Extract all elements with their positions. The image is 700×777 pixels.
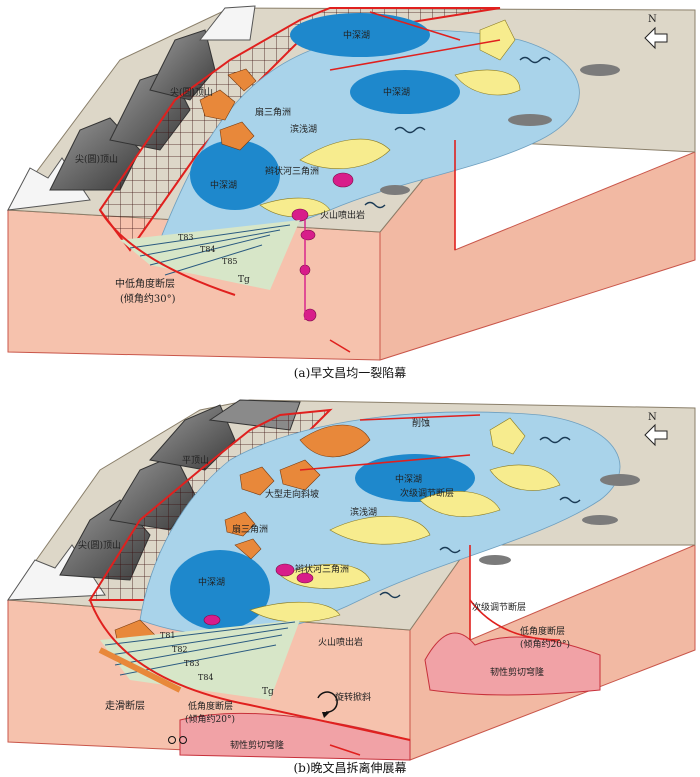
label-a-peak1: 尖(圆)顶山 (170, 86, 213, 98)
label-b-dip2: (倾角约20°) (185, 713, 235, 725)
deep-lake-b2 (170, 550, 270, 630)
volcanic-a (291, 172, 354, 322)
fault-scarp-a (98, 7, 501, 252)
label-a-braided: 辫状河三角洲 (265, 165, 319, 177)
rivers-b (379, 436, 581, 599)
faults-b (299, 414, 561, 756)
label-b-sub-fault: 次级调节断层 (400, 487, 454, 499)
caption-b: (b)晚文昌拆离伸展幕 (293, 761, 407, 775)
rotation-arrow-b (317, 691, 338, 713)
faults-a (329, 11, 501, 353)
label-b-volcanic: 火山喷出岩 (318, 636, 363, 648)
label-b-peak: 尖(圆)顶山 (78, 539, 121, 551)
label-b-deep1: 中深湖 (395, 473, 422, 485)
label-a-t83: T83 (178, 233, 194, 242)
deep-lake-a2 (350, 70, 460, 114)
label-b-shallow: 滨浅湖 (350, 506, 377, 518)
north-label-a: N (648, 14, 657, 25)
strike-slip-symbol-1 (168, 736, 176, 744)
strata-a (99, 209, 300, 296)
rotation-arrowhead-b (322, 712, 330, 718)
label-b-rotation: 旋转掀斜 (335, 691, 371, 703)
label-a-volcanic: 火山喷出岩 (320, 209, 365, 221)
label-a-tg: Tg (238, 275, 250, 285)
label-b-flat-peak: 平顶山 (182, 455, 209, 466)
label-a-fan-delta: 扇三角洲 (255, 106, 291, 118)
north-label-b: N (648, 412, 657, 423)
label-b-braided: 辫状河三角洲 (295, 563, 349, 575)
label-a-fault: 中低角度断层 (115, 277, 175, 290)
label-b-ductile: 韧性剪切穹隆 (490, 666, 544, 678)
volcanic-b (203, 563, 314, 626)
label-b-erosion: 削蚀 (412, 417, 430, 429)
label-a-shallow: 滨浅湖 (290, 123, 317, 135)
north-arrow-b: N (644, 412, 668, 447)
label-a-deep3: 中深湖 (210, 179, 237, 191)
label-b-tg: Tg (262, 687, 274, 697)
label-b-dip: (倾角约20°) (520, 638, 570, 650)
ridges-a (380, 64, 620, 195)
deep-lake-a3 (190, 140, 280, 210)
label-a-deep1: 中深湖 (343, 29, 370, 41)
caption-a: (a)早文昌均一裂陷幕 (293, 366, 407, 380)
deep-lake-b1 (355, 454, 475, 502)
label-b-sub-fault2: 次级调节断层 (472, 601, 526, 613)
label-b-ductile2: 韧性剪切穹隆 (230, 739, 284, 751)
rivers-a (364, 56, 551, 209)
label-b-t82: T82 (172, 645, 188, 654)
label-a-t85: T85 (222, 257, 238, 266)
panel-b: N 削蚀 平顶山 大型走向斜坡 中深湖 次级调节断层 滨浅湖 扇三角洲 辫状河三… (7, 399, 696, 761)
label-a-dip: (倾角约30°) (120, 292, 176, 305)
label-a-deep2: 中深湖 (383, 86, 410, 98)
strike-slip-symbol-2 (179, 736, 187, 744)
label-b-t81: T81 (160, 631, 176, 640)
panel-a: N 尖(圆)顶山 尖(圆)顶山 中深湖 中深湖 中深湖 扇三角洲 滨浅湖 辫状河… (7, 5, 696, 361)
label-b-fan-delta: 扇三角洲 (232, 523, 268, 535)
label-b-deep2: 中深湖 (198, 576, 225, 588)
ridges-b (479, 474, 640, 565)
label-b-t84: T84 (198, 673, 214, 682)
deep-lake-a1 (290, 13, 430, 57)
label-b-fault: 低角度断层 (520, 625, 565, 637)
deltas-a (259, 19, 521, 218)
fans-a (199, 68, 257, 151)
label-b-t83: T83 (184, 659, 200, 668)
label-b-fault2: 低角度断层 (188, 700, 233, 712)
label-a-t84: T84 (200, 245, 216, 254)
strata-b (89, 599, 411, 741)
label-b-strike-slip: 走滑断层 (105, 699, 145, 712)
deltas-b (249, 417, 561, 623)
label-a-peak2: 尖(圆)顶山 (75, 153, 118, 165)
label-b-strike-slope: 大型走向斜坡 (265, 488, 319, 500)
ductile-dome-b (424, 632, 601, 696)
north-arrow-a: N (644, 14, 668, 50)
